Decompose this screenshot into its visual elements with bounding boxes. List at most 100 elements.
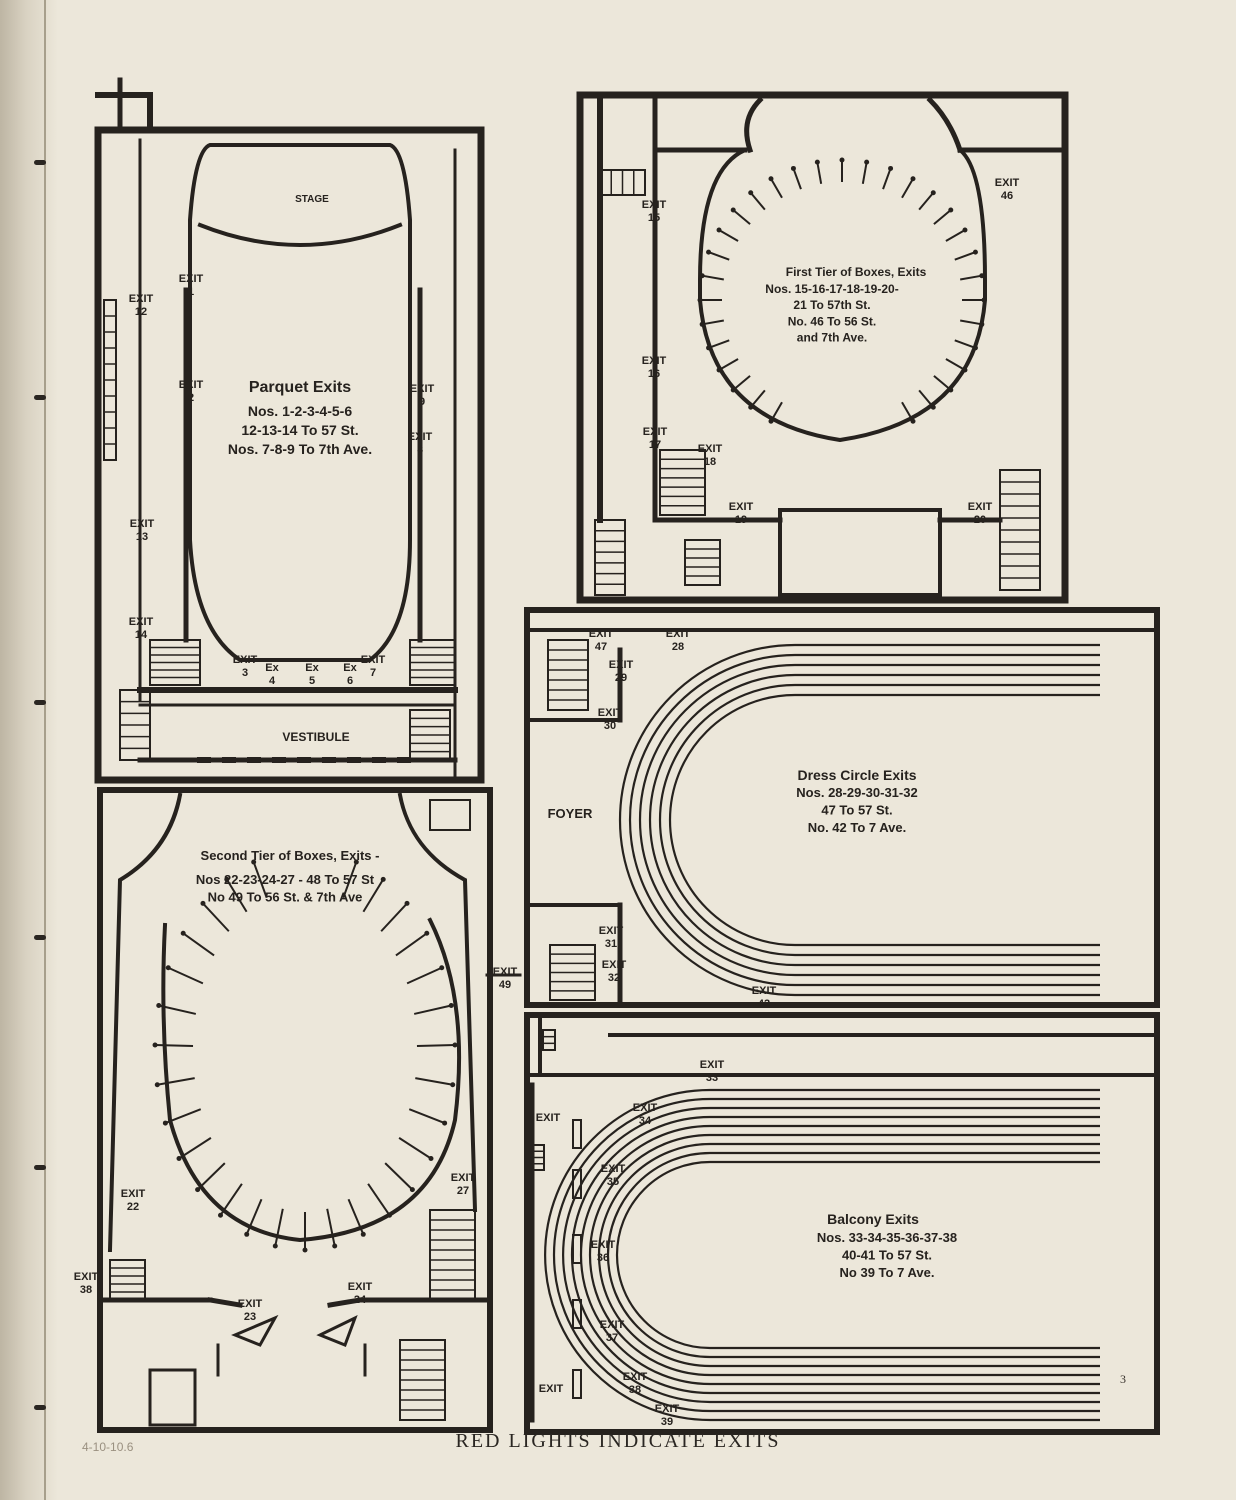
exit-label: EXIT	[129, 616, 154, 628]
box-seat	[386, 1212, 392, 1218]
box-seat	[839, 157, 845, 163]
exit-label: EXIT	[536, 1112, 561, 1124]
box-seat	[864, 159, 870, 165]
box-seat	[972, 345, 978, 351]
balcony-box	[572, 1299, 582, 1329]
exit-label: EXIT	[655, 1403, 680, 1415]
second-tier-box-partition	[225, 878, 248, 913]
exit-number: 38	[629, 1384, 641, 1396]
second-tier-box-partition	[252, 861, 268, 899]
box-seat	[452, 1042, 458, 1048]
first-tier-text-line-2: 21 To 57th St.	[793, 298, 870, 312]
first-tier-box-partition	[708, 251, 730, 261]
second-tier-box-partition	[416, 1044, 455, 1047]
second-tier-box-partition	[395, 932, 428, 957]
exit-number: 7	[370, 667, 376, 679]
stair-marker	[316, 1315, 358, 1347]
second-tier-wall	[107, 792, 183, 1253]
binding-fold-line	[44, 0, 46, 1500]
exit-label: Ex	[343, 662, 357, 674]
parquet-outer-wall	[94, 126, 485, 784]
exit-label: EXIT	[599, 925, 624, 937]
exit-number: 33	[706, 1072, 718, 1084]
exit-number: 27	[457, 1185, 469, 1197]
exit-label: EXIT	[602, 959, 627, 971]
exit-number: 28	[672, 641, 684, 653]
dress-circle-outer-wall	[524, 607, 1160, 1008]
exit-label: EXIT	[408, 431, 433, 443]
pencil-annotation: 4-10-10.6	[82, 1440, 134, 1454]
exit-label: EXIT	[74, 1271, 99, 1283]
balcony-seating-row	[543, 1088, 1100, 1422]
box-seat	[162, 1120, 168, 1126]
box-seat	[790, 165, 796, 171]
exit-label: EXIT	[238, 1298, 263, 1310]
second-tier-box-partition	[380, 902, 408, 932]
first-tier-box-partition	[918, 192, 935, 211]
second-tier-text-line-1: Nos 22-23-24-27 - 48 To 57 St	[196, 872, 375, 887]
exit-label: EXIT	[589, 628, 614, 640]
exit-label: EXIT	[493, 966, 518, 978]
first-tier-box-partition	[732, 209, 751, 225]
box-seat	[176, 1156, 182, 1162]
vestibule-label: VESTIBULE	[282, 730, 349, 744]
exit-number: 36	[597, 1252, 609, 1264]
balcony-seating-row	[561, 1106, 1100, 1404]
exit-label: EXIT	[643, 426, 668, 438]
dress-circle-seating-row	[648, 673, 1100, 967]
second-tier-boxes-curve	[161, 917, 462, 1243]
exit-label: EXIT	[698, 443, 723, 455]
exit-number: 15	[648, 212, 660, 224]
box-seat	[442, 1120, 448, 1126]
balcony-seating-row	[615, 1160, 1100, 1350]
exit-label: EXIT	[601, 1163, 626, 1175]
exit-number: 17	[649, 439, 661, 451]
box-seat	[814, 159, 820, 165]
box-seat	[730, 387, 736, 393]
box-seat	[948, 207, 954, 213]
balcony-text-line-3: No 39 To 7 Ave.	[840, 1265, 935, 1280]
exit-label: Ex	[305, 662, 319, 674]
exit-label: EXIT	[591, 1239, 616, 1251]
box-seat	[962, 367, 968, 373]
exit-number: 49	[499, 979, 511, 991]
second-tier-box-partition	[196, 1162, 226, 1191]
dress-circle-text-line-1: Nos. 28-29-30-31-32	[796, 785, 917, 800]
exit-label: EXIT	[642, 355, 667, 367]
box-seat	[200, 900, 206, 906]
box-seat	[380, 876, 386, 882]
exit-number: 39	[661, 1416, 673, 1428]
dress-circle-seating-row	[628, 653, 1100, 987]
second-tier-box-partition	[342, 861, 358, 899]
box-seat	[699, 321, 705, 327]
second-tier-outer-wall	[97, 787, 493, 1433]
balcony-stairs	[542, 1029, 556, 1051]
box-seat	[981, 297, 987, 303]
first-tier-title-line-1: First Tier of Boxes, Exits	[786, 265, 927, 279]
second-tier-wall	[397, 792, 478, 1213]
balcony-box	[572, 1119, 582, 1149]
second-tier-box-partition	[158, 1004, 197, 1015]
second-tier-box-partition	[202, 902, 230, 932]
balcony-text-line-1: Nos. 33-34-35-36-37-38	[817, 1230, 957, 1245]
exit-number: 37	[606, 1332, 618, 1344]
box-seat	[180, 930, 186, 936]
exit-label: EXIT	[121, 1188, 146, 1200]
wall-curve	[744, 96, 764, 154]
first-tier-box-partition	[960, 319, 983, 326]
box-seat	[910, 418, 916, 424]
second-tier-stairs	[429, 1209, 476, 1301]
exit-label: EXIT	[609, 659, 634, 671]
exit-number: 38	[80, 1284, 92, 1296]
box-seat	[962, 227, 968, 233]
second-tier-box-partition	[157, 1077, 195, 1086]
box-seat	[244, 1231, 250, 1237]
second-tier-box-partition	[413, 1004, 452, 1015]
page-number: 3	[1120, 1372, 1126, 1386]
exit-number: 18	[704, 456, 716, 468]
exit-number: 32	[608, 972, 620, 984]
first-tier-box-partition	[718, 358, 739, 371]
second-tier-box-partition	[245, 1198, 263, 1235]
box-seat	[224, 876, 230, 882]
first-tier-box-partition	[749, 192, 766, 211]
